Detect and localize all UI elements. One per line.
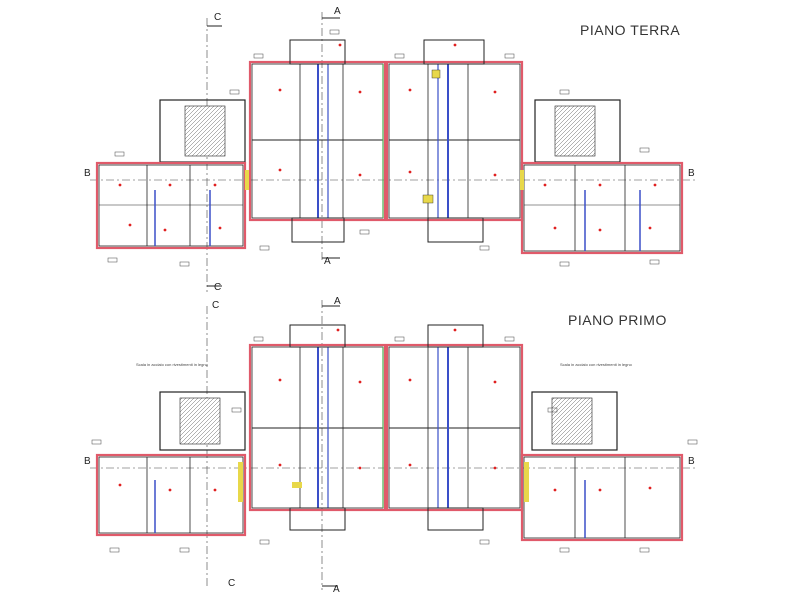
section-c-top-first: C [212, 300, 220, 311]
section-c-top-ground: C [214, 12, 222, 23]
dimension-tags-ground [107, 29, 660, 267]
block-central-left-ground [248, 60, 387, 222]
block-central-left-first [248, 343, 387, 512]
room-markers-first [118, 328, 652, 492]
stair-note-left: Scala in acciaio con rivestimenti in leg… [136, 362, 208, 367]
section-b-left-first: B [84, 456, 91, 467]
section-c-bottom-ground: C [214, 282, 222, 293]
section-a-top-first: A [334, 296, 341, 307]
section-b-left-ground: B [84, 168, 91, 179]
room-markers-ground [118, 43, 657, 232]
floor-title-first: PIANO PRIMO [568, 312, 667, 328]
section-a-bottom-ground: A [324, 256, 331, 267]
block-central-right-ground [385, 60, 524, 222]
floor-title-ground: PIANO TERRA [580, 22, 681, 38]
stair-block-left-first [159, 391, 246, 451]
wing-left-first [95, 453, 247, 537]
plan-first-floor [90, 300, 698, 590]
wing-left-ground [95, 161, 247, 250]
section-b-right-first: B [688, 456, 695, 467]
block-central-right-first [385, 343, 524, 512]
section-a-top-ground: A [334, 6, 341, 17]
stair-block-right-first [531, 391, 618, 451]
dimension-tags-first [91, 336, 698, 553]
section-b-right-ground: B [688, 168, 695, 179]
plan-ground-floor [90, 12, 695, 292]
section-a-bottom-first: A [333, 584, 340, 595]
wing-right-ground [520, 161, 684, 255]
stair-note-right: Scala in acciaio con rivestimenti in leg… [560, 362, 632, 367]
section-c-bottom-first: C [228, 578, 236, 589]
